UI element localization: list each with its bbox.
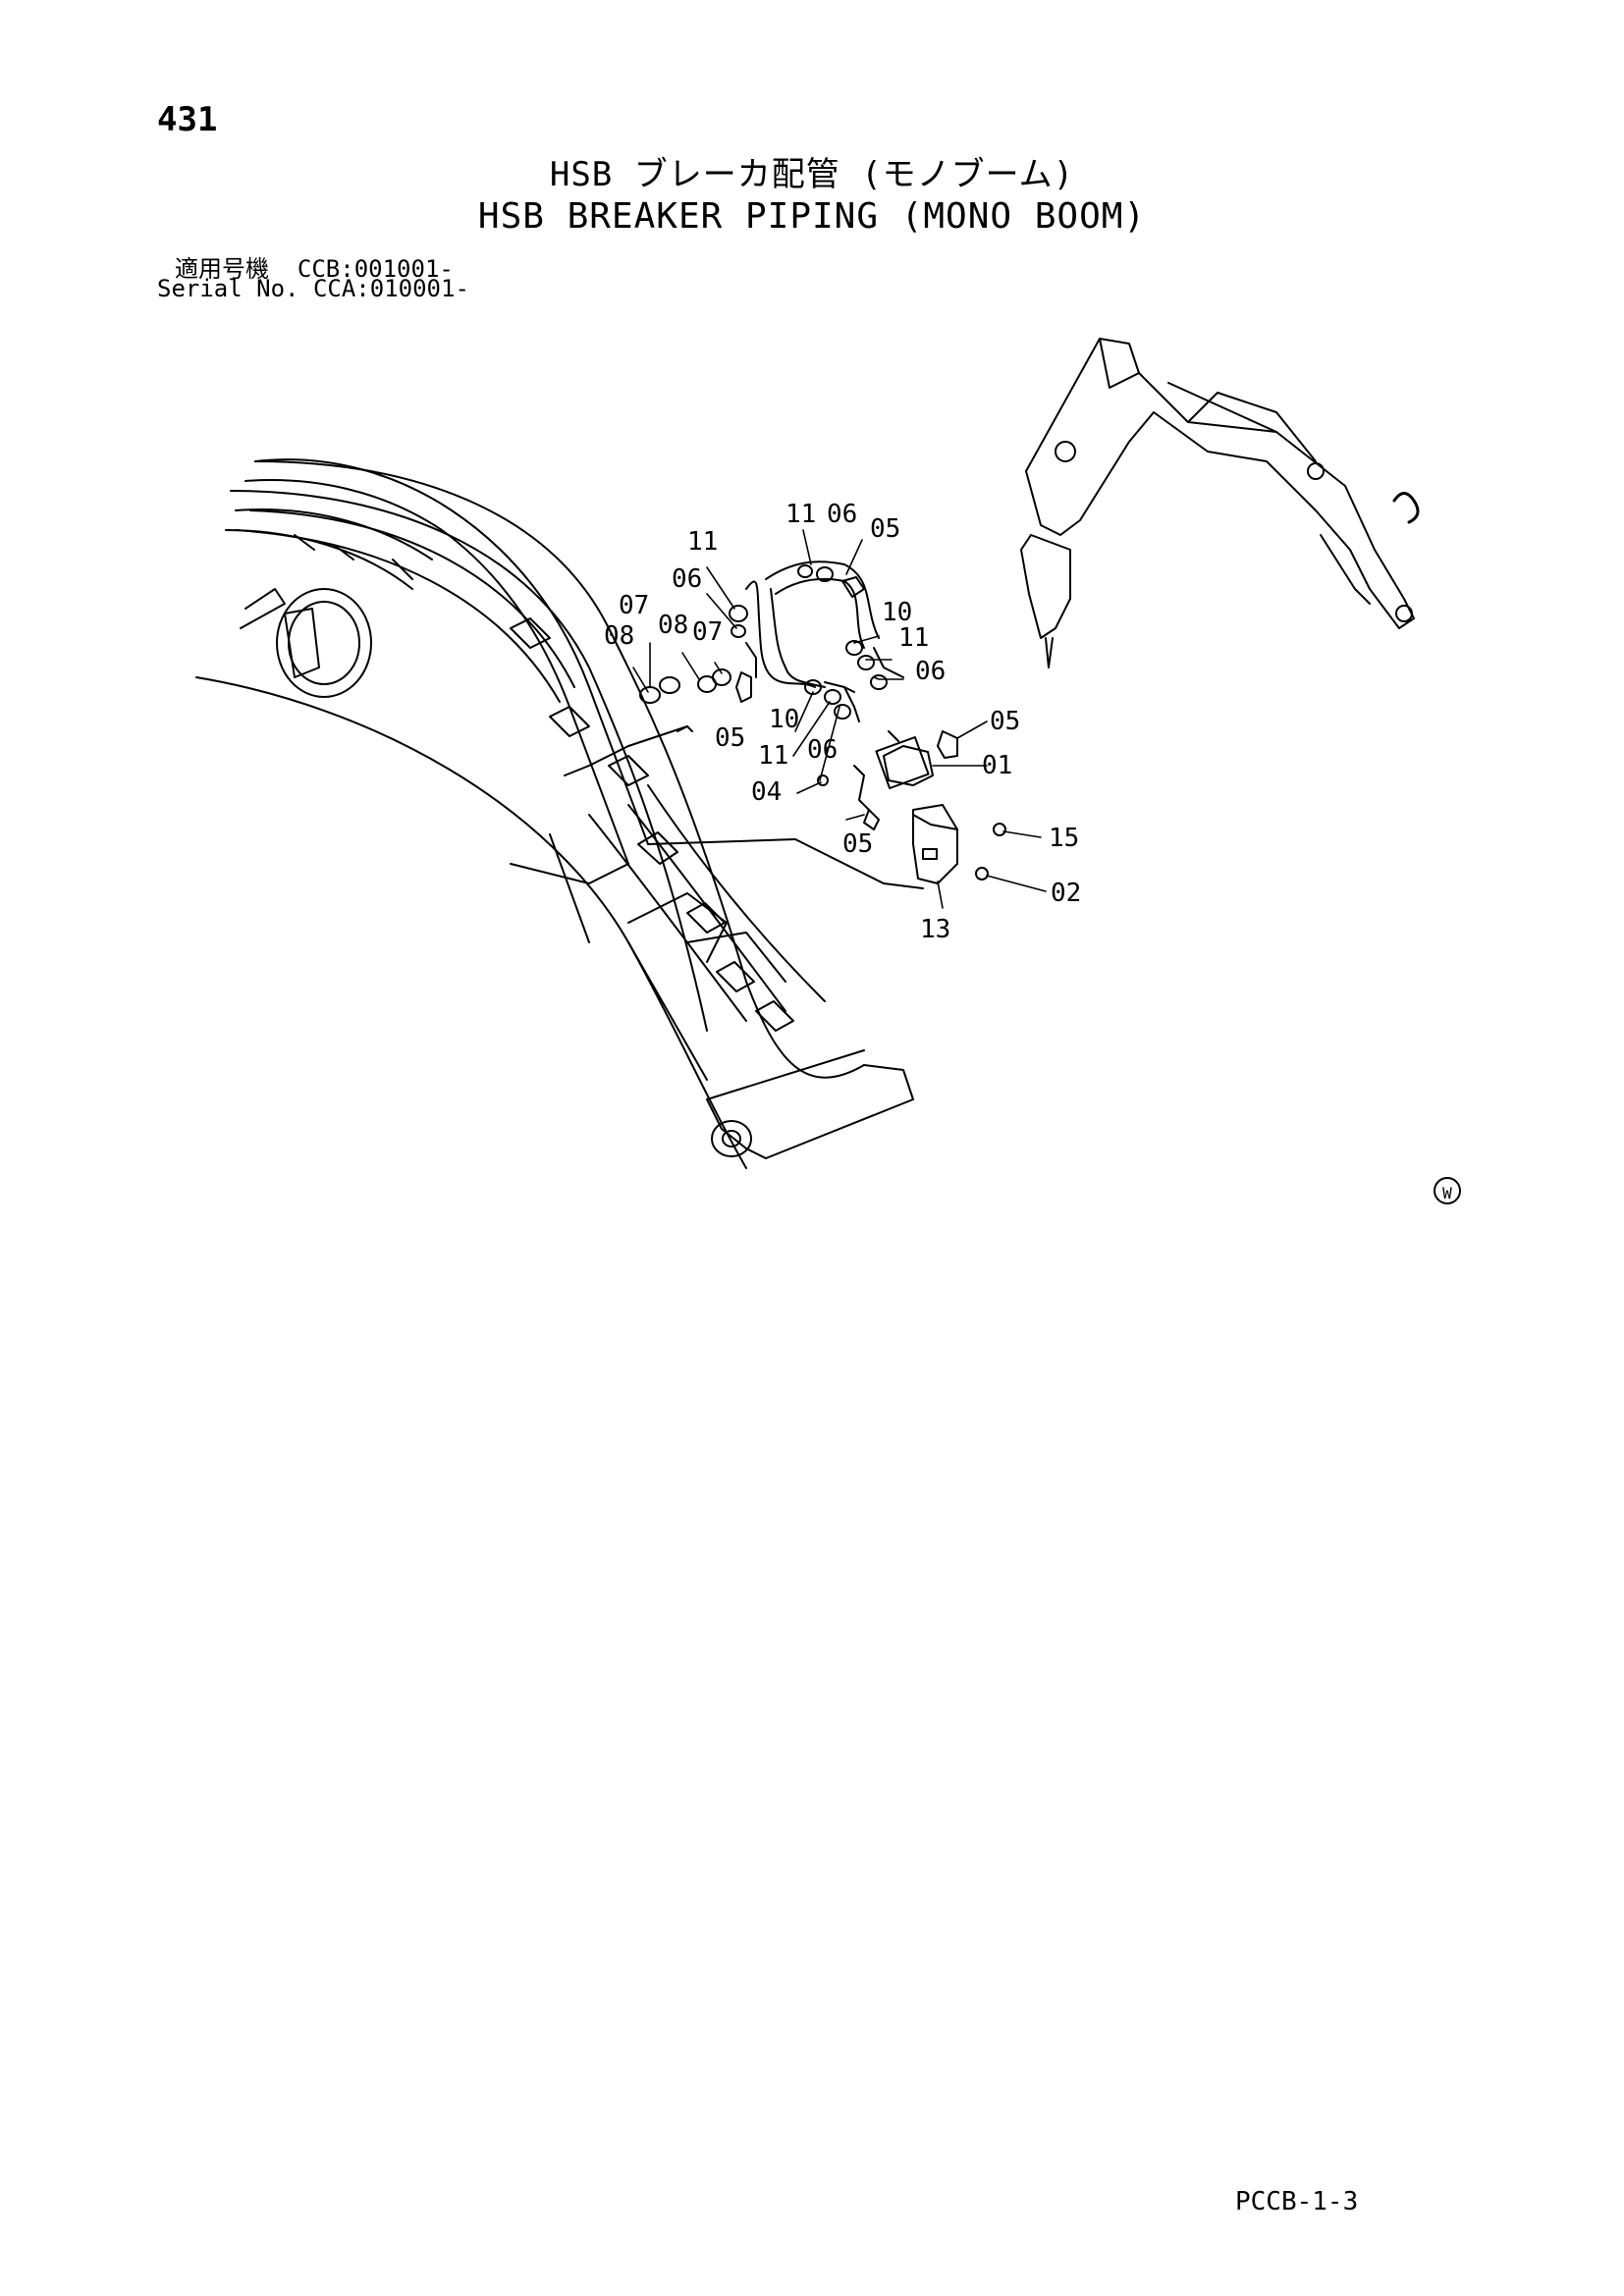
callout-11: 11 [785, 500, 816, 529]
callout-06: 06 [827, 500, 857, 529]
callout-labels: 11 06 05 11 06 07 08 08 07 10 11 06 05 1… [604, 500, 1081, 944]
callout-11: 11 [758, 741, 788, 771]
serial-label-en: Serial No. [157, 275, 299, 302]
callout-06: 06 [672, 564, 702, 594]
callout-10: 10 [769, 705, 799, 734]
callout-07: 07 [619, 591, 649, 620]
excavator-arm-inset [1020, 338, 1420, 668]
title-english: HSB BREAKER PIPING (MONO BOOM) [477, 196, 1147, 237]
swing-pin [240, 588, 372, 698]
boom-structure [195, 460, 914, 1169]
callout-10: 10 [882, 598, 912, 627]
w-mark: W [1434, 1177, 1461, 1204]
leader-lines [632, 529, 1047, 909]
serial-label-jp: 適用号機 [175, 255, 269, 283]
callout-05: 05 [870, 514, 900, 544]
callout-05: 05 [715, 723, 745, 753]
callout-08: 08 [604, 621, 634, 651]
callout-05: 05 [990, 707, 1020, 736]
fittings [639, 564, 1006, 881]
callout-08: 08 [658, 611, 688, 640]
parts-diagram: 11 06 05 11 06 07 08 08 07 10 11 06 05 1… [195, 338, 1461, 1204]
callout-13: 13 [920, 915, 950, 944]
callout-04: 04 [751, 777, 782, 807]
callout-06: 06 [915, 657, 946, 686]
page-number: 431 [157, 100, 218, 139]
serial-line-japanese: 適用号機 CCB:001001- [175, 249, 454, 284]
breaker-piping [564, 561, 958, 889]
callout-11: 11 [898, 623, 929, 653]
callout-02: 02 [1051, 879, 1081, 908]
w-mark-letter: W [1442, 1184, 1452, 1202]
callout-15: 15 [1049, 824, 1079, 853]
serial-line-english: Serial No. CCA:010001- [157, 275, 469, 302]
callout-11: 11 [687, 527, 718, 557]
serial-value-en: CCA:010001- [312, 275, 469, 302]
serial-value-jp: CCB:001001- [297, 255, 454, 283]
title-japanese: HSB ブレーカ配管 (モノブーム) [549, 155, 1075, 194]
callout-06: 06 [807, 735, 838, 765]
callout-01: 01 [982, 751, 1012, 780]
callout-05: 05 [842, 829, 873, 859]
callout-07: 07 [692, 617, 723, 647]
hose-bundle [225, 458, 794, 1032]
page-code: PCCB-1-3 [1235, 2187, 1359, 2216]
